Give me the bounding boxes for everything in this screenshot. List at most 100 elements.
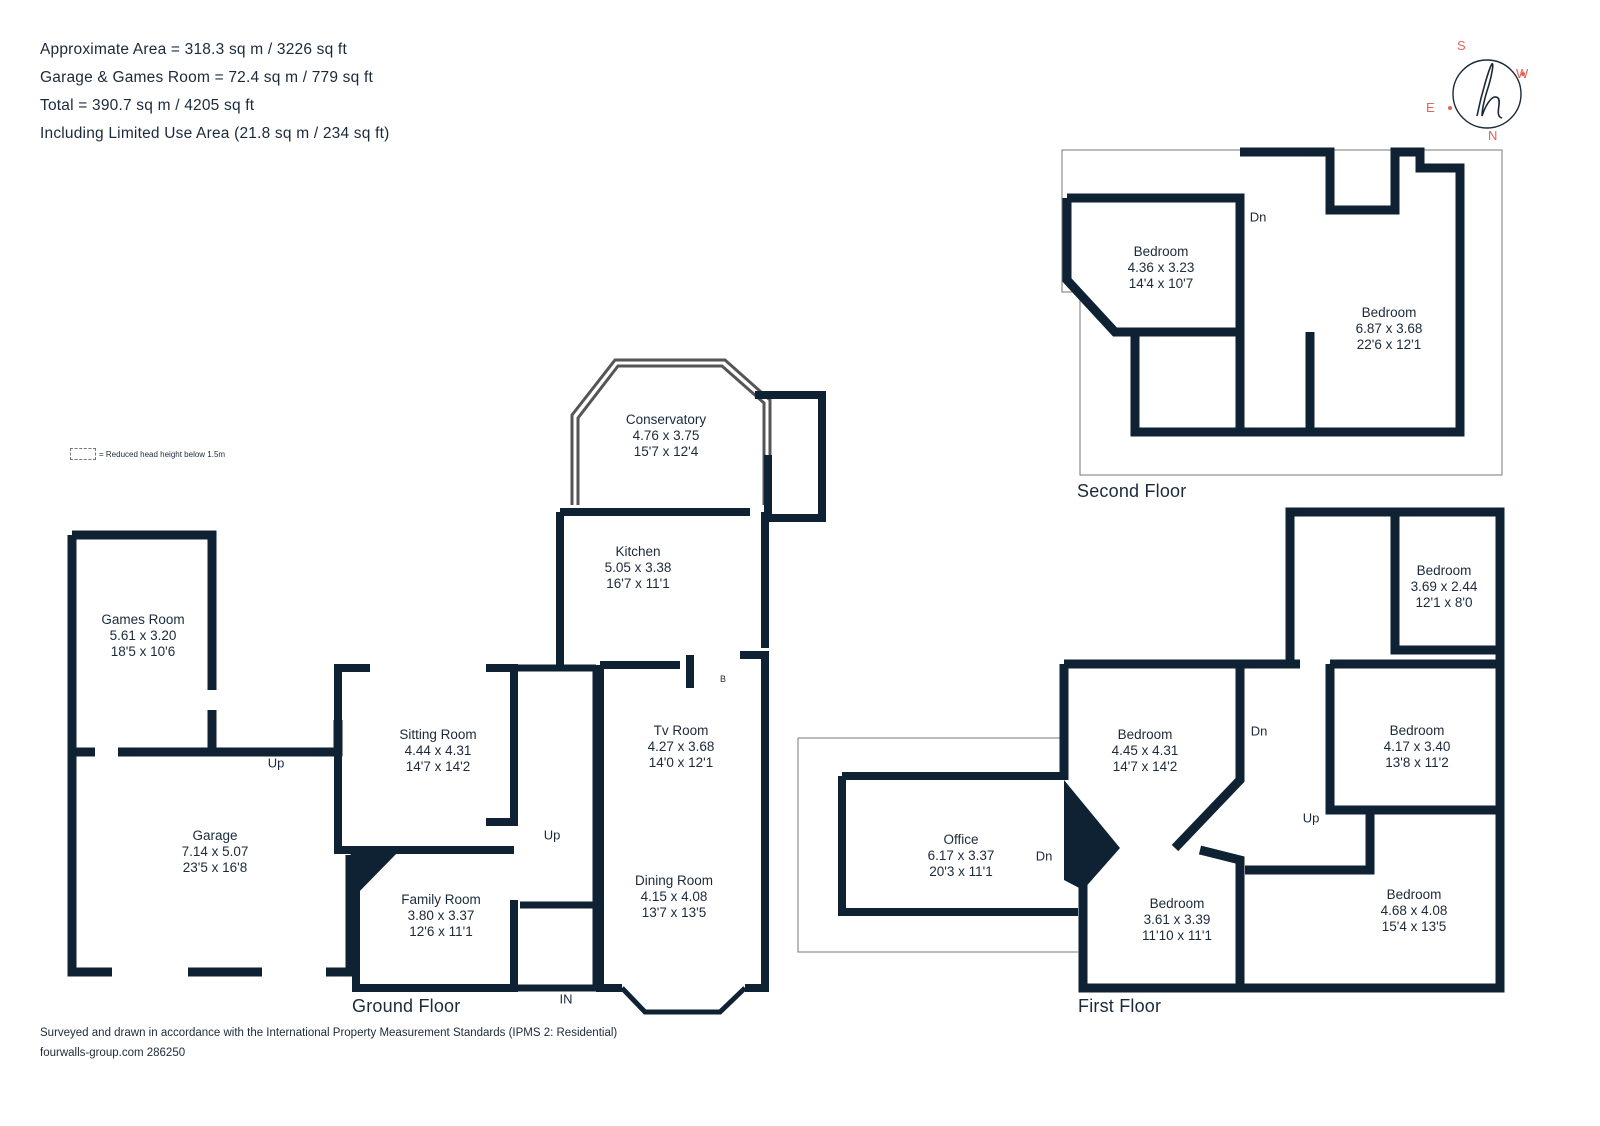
room-name: Kitchen (615, 544, 661, 559)
office-label: Office 6.17 x 3.37 20'3 x 11'1 (928, 832, 995, 880)
dining-bay-window (620, 986, 747, 1015)
room-name: Tv Room (653, 723, 709, 738)
first-floor-label: First Floor (1078, 996, 1162, 1016)
room-imperial: 13'7 x 13'5 (641, 905, 707, 920)
area-summary: Approximate Area = 318.3 sq m / 3226 sq … (40, 36, 389, 148)
compass-e-label: E (1426, 100, 1435, 115)
room-imperial: 18'5 x 10'6 (110, 644, 176, 659)
entrance-in-marker: IN (559, 991, 573, 1007)
hall-up-marker: Up (543, 827, 561, 843)
room-name: Sitting Room (399, 727, 477, 742)
room-metric: 4.45 x 4.31 (1111, 743, 1179, 758)
room-name: Bedroom (1117, 727, 1173, 742)
room-imperial: 13'8 x 11'2 (1385, 755, 1449, 770)
room-metric: 3.80 x 3.37 (407, 908, 475, 923)
garage-games-area-text: Garage & Games Room = 72.4 sq m / 779 sq… (40, 69, 373, 86)
room-imperial: 22'6 x 12'1 (1356, 337, 1422, 352)
room-metric: 4.44 x 4.31 (404, 743, 472, 758)
compass-w-label: W (1516, 66, 1529, 81)
reference-note: fourwalls-group.com 286250 (40, 1047, 186, 1059)
room-metric: 5.61 x 3.20 (109, 628, 177, 643)
room-imperial: 12'6 x 11'1 (409, 924, 473, 939)
total-area-text: Total = 390.7 sq m / 4205 sq ft (40, 97, 255, 114)
room-name: Conservatory (625, 412, 707, 427)
legend: = Reduced head height below 1.5m (70, 448, 225, 460)
first-floor-up-marker: Up (1302, 810, 1320, 826)
sitting-room-label: Sitting Room 4.44 x 4.31 14'7 x 14'2 (399, 727, 476, 775)
second-floor-walls (1062, 147, 1465, 437)
room-name: Bedroom (1416, 563, 1472, 578)
compass-ring-icon (1448, 59, 1525, 129)
room-name: Bedroom (1389, 723, 1445, 738)
room-name: Games Room (101, 612, 185, 627)
ff-bedroom-5-label: Bedroom 4.68 x 4.08 15'4 x 13'5 (1381, 887, 1448, 935)
room-name: Garage (192, 828, 238, 843)
boiler-marker: B (719, 674, 727, 684)
room-imperial: 23'5 x 16'8 (182, 860, 248, 875)
conservatory-wc-walls (755, 391, 826, 522)
room-metric: 4.17 x 3.40 (1383, 739, 1451, 754)
room-metric: 4.15 x 4.08 (640, 889, 708, 904)
compass-logo: S W E N (1426, 36, 1542, 146)
sitting-room-walls (334, 664, 518, 992)
compass-s-label: S (1457, 38, 1466, 53)
room-imperial: 14'7 x 14'2 (1112, 759, 1178, 774)
room-metric: 4.76 x 3.75 (632, 428, 700, 443)
room-name: Office (943, 832, 979, 847)
tv-dining-walls (596, 651, 769, 992)
room-name: Dining Room (634, 873, 714, 888)
office-outline (797, 737, 1078, 953)
ff-bedroom-2-label: Bedroom 3.61 x 3.39 11'10 x 11'1 (1142, 896, 1212, 944)
sf-bedroom-2-label: Bedroom 6.87 x 3.68 22'6 x 12'1 (1356, 305, 1423, 353)
room-imperial: 15'7 x 12'4 (633, 444, 699, 459)
room-name: Bedroom (1149, 896, 1205, 911)
room-name: Bedroom (1386, 887, 1442, 902)
room-imperial: 15'4 x 13'5 (1381, 919, 1447, 934)
room-metric: 5.05 x 3.38 (604, 560, 672, 575)
conservatory-label: Conservatory 4.76 x 3.75 15'7 x 12'4 (626, 412, 706, 460)
garage-label: Garage 7.14 x 5.07 23'5 x 16'8 (182, 828, 249, 876)
room-metric: 3.69 x 2.44 (1410, 579, 1478, 594)
office-dn-marker: Dn (1035, 848, 1053, 864)
room-name: Bedroom (1133, 244, 1189, 259)
room-metric: 4.27 x 3.68 (647, 739, 715, 754)
room-metric: 7.14 x 5.07 (181, 844, 249, 859)
room-imperial: 20'3 x 11'1 (929, 864, 993, 879)
garage-up-marker: Up (267, 755, 285, 771)
compass-n-label: N (1488, 128, 1498, 143)
dining-room-label: Dining Room 4.15 x 4.08 13'7 x 13'5 (635, 873, 713, 921)
room-metric: 6.17 x 3.37 (927, 848, 995, 863)
ff-bedroom-1-label: Bedroom 4.45 x 4.31 14'7 x 14'2 (1112, 727, 1179, 775)
first-floor-walls (1059, 507, 1505, 993)
ff-bedroom-4-label: Bedroom 4.17 x 3.40 13'8 x 11'2 (1384, 723, 1451, 771)
family-room-label: Family Room 3.80 x 3.37 12'6 x 11'1 (401, 892, 481, 940)
room-metric: 3.61 x 3.39 (1143, 912, 1211, 927)
second-floor-outline (1061, 149, 1503, 476)
first-floor-dn-marker: Dn (1250, 723, 1268, 739)
games-room-label: Games Room 5.61 x 3.20 18'5 x 10'6 (101, 612, 184, 660)
second-floor-label: Second Floor (1077, 481, 1187, 501)
kitchen-label: Kitchen 5.05 x 3.38 16'7 x 11'1 (605, 544, 672, 592)
room-name: Bedroom (1361, 305, 1417, 320)
room-metric: 6.87 x 3.68 (1355, 321, 1423, 336)
room-metric: 4.36 x 3.23 (1127, 260, 1195, 275)
room-imperial: 14'7 x 14'2 (405, 759, 471, 774)
room-imperial: 12'1 x 8'0 (1415, 595, 1473, 610)
ff-bedroom-3-label: Bedroom 3.69 x 2.44 12'1 x 8'0 (1411, 563, 1478, 611)
second-floor-dn-marker: Dn (1249, 209, 1267, 225)
room-imperial: 16'7 x 11'1 (606, 576, 670, 591)
room-imperial: 14'4 x 10'7 (1128, 276, 1194, 291)
sf-bedroom-1-label: Bedroom 4.36 x 3.23 14'4 x 10'7 (1128, 244, 1195, 292)
room-metric: 4.68 x 4.08 (1380, 903, 1448, 918)
room-imperial: 11'10 x 11'1 (1142, 928, 1212, 943)
kitchen-walls (556, 508, 769, 668)
room-name: Family Room (401, 892, 481, 907)
survey-note: Surveyed and drawn in accordance with th… (40, 1027, 618, 1039)
office-walls (838, 772, 1078, 916)
family-room-corner-fill (350, 850, 400, 895)
room-imperial: 14'0 x 12'1 (648, 755, 714, 770)
ground-floor-label: Ground Floor (352, 996, 461, 1016)
games-room-walls (67, 530, 217, 752)
conservatory-walls (570, 358, 772, 505)
